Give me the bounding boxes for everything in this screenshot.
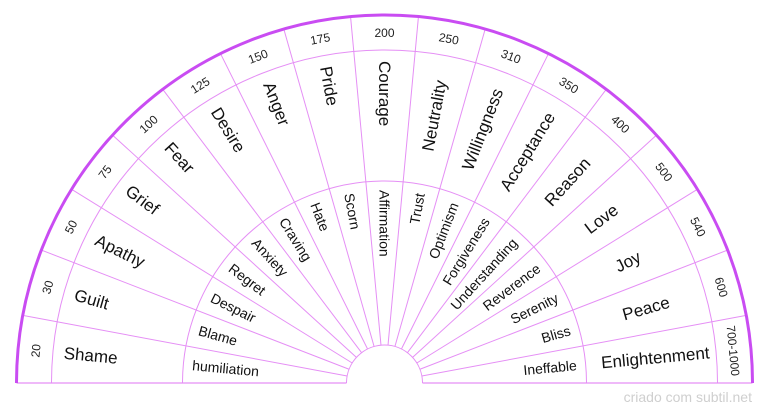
feeling-label: Blame xyxy=(197,322,240,348)
level-label: 700-1000 xyxy=(724,325,743,377)
sector-divider xyxy=(22,314,348,377)
sector-divider xyxy=(407,89,607,353)
level-label: 125 xyxy=(188,74,213,97)
feeling-label: Regret xyxy=(226,260,269,298)
emotion-label: Fear xyxy=(161,139,199,178)
emotion-label: Peace xyxy=(620,293,672,324)
feeling-label: Trust xyxy=(406,192,428,226)
level-label: 20 xyxy=(28,343,43,358)
emotion-label: Joy xyxy=(612,247,645,276)
outer-arc xyxy=(15,13,754,384)
level-label: 600 xyxy=(712,276,731,299)
sector-divider xyxy=(283,28,375,347)
feeling-label: Ineffable xyxy=(523,357,578,378)
sector-divider xyxy=(412,134,657,358)
sector-divider xyxy=(220,53,369,350)
emotion-label: Pride xyxy=(316,65,342,108)
feeling-label: Hate xyxy=(307,200,333,234)
emotion-label: Shame xyxy=(63,344,118,368)
feeling-label: Despair xyxy=(208,290,259,326)
emotion-label: Courage xyxy=(375,61,394,126)
emotion-label: Grief xyxy=(122,181,163,219)
emotion-label: Love xyxy=(581,200,622,237)
level-ring-arc xyxy=(51,49,718,384)
emotion-label: Acceptance xyxy=(496,109,559,195)
feeling-label: Serenity xyxy=(508,290,561,327)
sector-divider xyxy=(71,188,353,364)
feeling-label: Bliss xyxy=(540,322,573,345)
level-label: 540 xyxy=(687,215,709,239)
sector-divider xyxy=(350,16,382,346)
sector-divider xyxy=(400,53,549,350)
level-label: 100 xyxy=(137,112,161,136)
emotion-label: Guilt xyxy=(72,286,111,314)
feeling-label: Scorn xyxy=(341,192,363,231)
level-label: 500 xyxy=(652,160,675,185)
emotion-label: Apathy xyxy=(92,231,148,272)
level-label: 350 xyxy=(557,74,582,97)
feeling-label: Anxiety xyxy=(249,235,292,280)
sector-divider xyxy=(416,188,698,364)
sector-divider xyxy=(387,16,419,346)
level-label: 250 xyxy=(438,30,461,48)
level-label: 400 xyxy=(608,112,632,136)
level-label: 50 xyxy=(62,218,81,236)
emotion-label: Anger xyxy=(259,79,293,128)
sector-divider xyxy=(421,314,747,377)
feeling-label: Craving xyxy=(276,215,315,264)
level-label: 310 xyxy=(499,46,523,66)
sector-divider xyxy=(419,249,728,370)
inner-hole-arc xyxy=(346,344,423,384)
level-label: 175 xyxy=(309,30,332,48)
level-label: 200 xyxy=(374,26,394,40)
level-label: 150 xyxy=(246,46,270,66)
sector-divider xyxy=(162,89,362,353)
emotion-label: Enlightenment xyxy=(600,343,710,372)
watermark: criado com subtil.net xyxy=(623,389,752,405)
level-label: 75 xyxy=(96,162,115,181)
emotion-label: Reason xyxy=(541,154,595,210)
sector-divider xyxy=(41,249,350,370)
feeling-ring-arc xyxy=(182,180,587,384)
emotion-label: Neutrality xyxy=(419,78,451,153)
feeling-label: Affirmation xyxy=(377,190,393,257)
feeling-label: humiliation xyxy=(192,357,260,379)
level-label: 30 xyxy=(39,279,56,296)
sector-divider xyxy=(394,28,486,347)
emotion-label: Desire xyxy=(207,104,249,156)
sector-divider xyxy=(112,134,357,358)
